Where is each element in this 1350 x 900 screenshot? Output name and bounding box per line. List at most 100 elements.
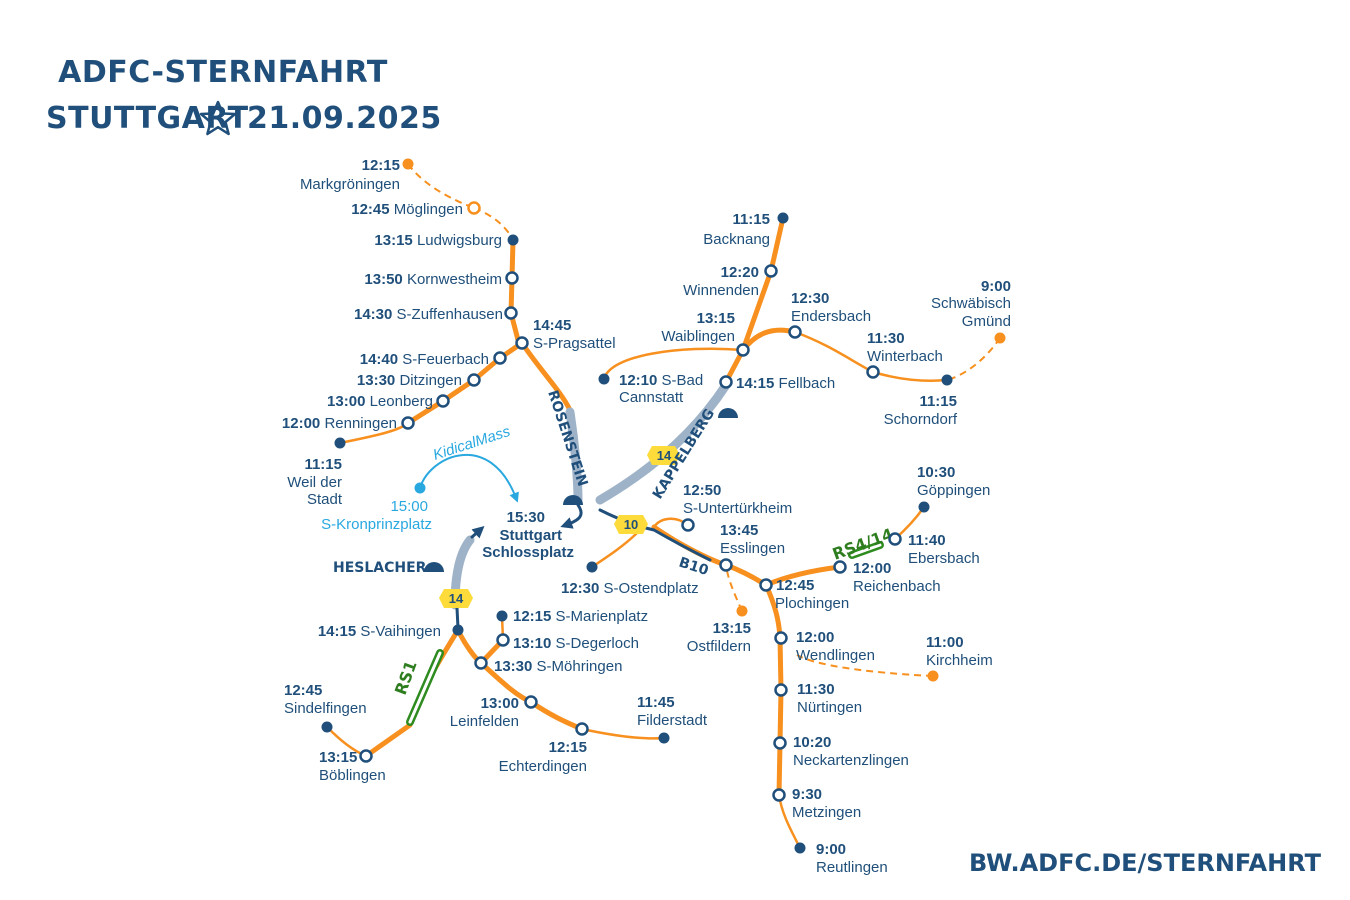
line-filderstadt-echterdingen	[580, 727, 666, 740]
arrow-b10	[598, 508, 712, 562]
svg-text:Cannstatt: Cannstatt	[619, 389, 684, 406]
label-fellbach: 14:15 Fellbach	[736, 375, 835, 392]
line-vaihingen-boeblingen	[363, 627, 461, 759]
station-ring	[681, 518, 695, 532]
label-schorndorf-name: Schorndorf	[884, 411, 958, 428]
label-reutlingen-time: 9:00	[816, 841, 846, 858]
label-kornwestheim: 13:50 Kornwestheim	[364, 271, 502, 288]
station-labels: 12:15 Markgröningen 12:45 Möglingen 13:1…	[282, 157, 1011, 876]
label-goeppingen-time: 10:30	[917, 464, 955, 481]
label-metzingen-name: Metzingen	[792, 804, 861, 821]
label-kronprinz-name: S-Kronprinzplatz	[321, 516, 432, 533]
label-echterdingen-name: Echterdingen	[499, 758, 587, 775]
label-cannstatt: 12:10 S-Bad Cannstatt	[619, 372, 703, 406]
station-dot	[736, 605, 748, 617]
label-kronprinz-time: 15:00	[390, 498, 428, 515]
label-goeppingen-name: Göppingen	[917, 482, 990, 499]
label-esslingen-time: 13:45	[720, 522, 758, 539]
station-ring	[436, 394, 450, 408]
station-ring	[505, 271, 519, 285]
station-ring	[467, 201, 481, 215]
kidical-mass: KidicalMass	[419, 423, 519, 503]
station-ring	[788, 325, 802, 339]
station-dot	[941, 374, 953, 386]
station-dot	[794, 842, 806, 854]
main-routes	[363, 215, 843, 798]
label-ostfildern-name: Ostfildern	[687, 638, 751, 655]
label-plochingen-name: Plochingen	[775, 595, 849, 612]
svg-text:S-Pragsattel: S-Pragsattel	[533, 335, 616, 352]
label-moehringen: 13:30 S-Möhringen	[494, 658, 622, 675]
label-endersbach-time: 12:30	[791, 290, 829, 307]
label-backnang-time: 11:15	[732, 211, 770, 228]
label-neckartenzlingen-name: Neckartenzlingen	[793, 752, 909, 769]
tunnel-portal-icons	[424, 408, 738, 572]
station-ring	[401, 416, 415, 430]
label-winterbach-name: Winterbach	[867, 348, 943, 365]
station-dot	[927, 670, 939, 682]
line-plochingen-reichenbach	[763, 564, 843, 588]
line-plochingen-metzingen	[763, 582, 784, 798]
label-ludwigsburg: 13:15 Ludwigsburg	[374, 232, 502, 249]
station-ring	[773, 736, 787, 750]
svg-text:10: 10	[624, 517, 638, 532]
station-dot	[586, 561, 598, 573]
label-leinfelden-time: 13:00	[481, 695, 519, 712]
svg-text:Schwäbisch: Schwäbisch	[931, 295, 1011, 312]
svg-text:14: 14	[657, 448, 672, 463]
label-schorndorf-time: 11:15	[919, 393, 957, 410]
line-gmuend-schorndorf	[946, 337, 1001, 381]
rs414-label: RS4/14	[830, 524, 896, 563]
line-vaihingen-echterdingen	[455, 627, 585, 732]
label-vaihingen: 14:15 S-Vaihingen	[318, 623, 441, 640]
label-renningen: 12:00 Renningen	[282, 415, 397, 432]
badge-b14-south: 14	[439, 589, 473, 608]
station-dot	[496, 610, 508, 622]
svg-text:14: 14	[449, 591, 464, 606]
label-reichenbach-name: Reichenbach	[853, 578, 941, 595]
line-backnang-fellbach	[723, 215, 786, 385]
station-ring	[764, 264, 778, 278]
station-ring	[524, 695, 538, 709]
badge-b10: 10	[614, 515, 648, 534]
start-points	[321, 158, 1006, 854]
label-untertuerkheim-time: 12:50	[683, 482, 721, 499]
line-cannstatt-waiblingen	[602, 347, 745, 381]
label-nuertingen-name: Nürtingen	[797, 699, 862, 716]
label-marienplatz: 12:15 S-Marienplatz	[513, 608, 648, 625]
svg-text:Weil der: Weil der	[287, 474, 342, 491]
label-backnang-name: Backnang	[703, 231, 770, 248]
kidical-label: KidicalMass	[431, 423, 513, 464]
line-ostendplatz	[590, 530, 640, 569]
svg-text:Stuttgart: Stuttgart	[500, 527, 563, 544]
label-kirchheim-time: 11:00	[926, 634, 964, 651]
label-leinfelden-name: Leinfelden	[450, 713, 519, 730]
station-ring	[774, 631, 788, 645]
label-endersbach-name: Endersbach	[791, 308, 871, 325]
station-dot	[994, 332, 1006, 344]
label-ostendplatz: 12:30 S-Ostendplatz	[561, 580, 699, 597]
label-pragsattel: 14:45	[533, 317, 571, 334]
station-dot	[414, 482, 426, 494]
line-pragsattel-rosenstein	[519, 340, 573, 413]
line-kirchheim-wendlingen	[796, 654, 934, 677]
line-markgroeningen-moeglingen	[407, 163, 475, 209]
label-degerloch: 13:10 S-Degerloch	[513, 635, 639, 652]
label-reichenbach-time: 12:00	[853, 560, 891, 577]
station-dot	[452, 624, 464, 636]
label-echterdingen-time: 12:15	[549, 739, 587, 756]
label-plochingen-time: 12:45	[776, 577, 814, 594]
website-link[interactable]: BW.ADFC.DE/STERNFAHRT	[969, 849, 1322, 877]
route-badges: 14 10 14	[439, 446, 680, 608]
tunnel-label-heslacher: HESLACHER	[333, 560, 427, 576]
label-winnenden-time: 12:20	[721, 264, 759, 281]
label-ostfildern-time: 13:15	[713, 620, 751, 637]
svg-text:15:30: 15:30	[507, 509, 545, 526]
station-ring	[719, 558, 733, 572]
station-ring	[493, 351, 507, 365]
label-ebersbach-name: Ebersbach	[908, 550, 980, 567]
station-ring	[774, 683, 788, 697]
title-date: 21.09.2025	[247, 101, 442, 136]
label-metzingen-time: 9:30	[792, 786, 822, 803]
